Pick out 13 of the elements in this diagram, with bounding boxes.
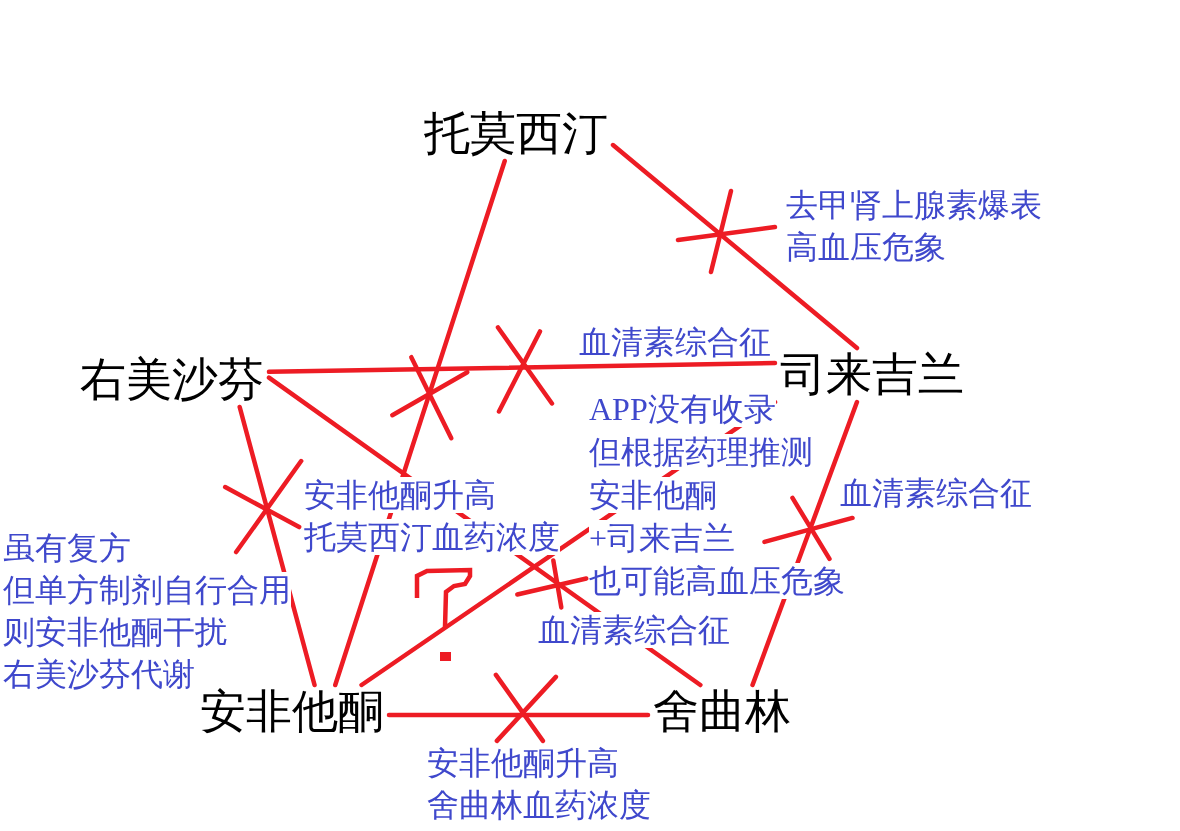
- edge-label: 安非他酮升高托莫西汀血药浓度: [304, 476, 560, 557]
- node-label: 托莫西汀: [422, 110, 610, 158]
- connector-line: [266, 360, 778, 375]
- node-label: 右美沙芬: [78, 356, 266, 404]
- edge-label: 血清素综合征: [538, 611, 730, 650]
- connector-line: [610, 142, 860, 351]
- connector-line: [386, 712, 651, 718]
- connector-line: [333, 158, 507, 688]
- connector-line: [237, 404, 317, 688]
- edge-label: 去甲肾上腺素爆表高血压危象: [786, 186, 1042, 267]
- edge-label: 安非他酮升高舍曲林血药浓度: [427, 744, 651, 825]
- connector-line: [750, 399, 860, 688]
- node-label: 舍曲林: [651, 688, 792, 736]
